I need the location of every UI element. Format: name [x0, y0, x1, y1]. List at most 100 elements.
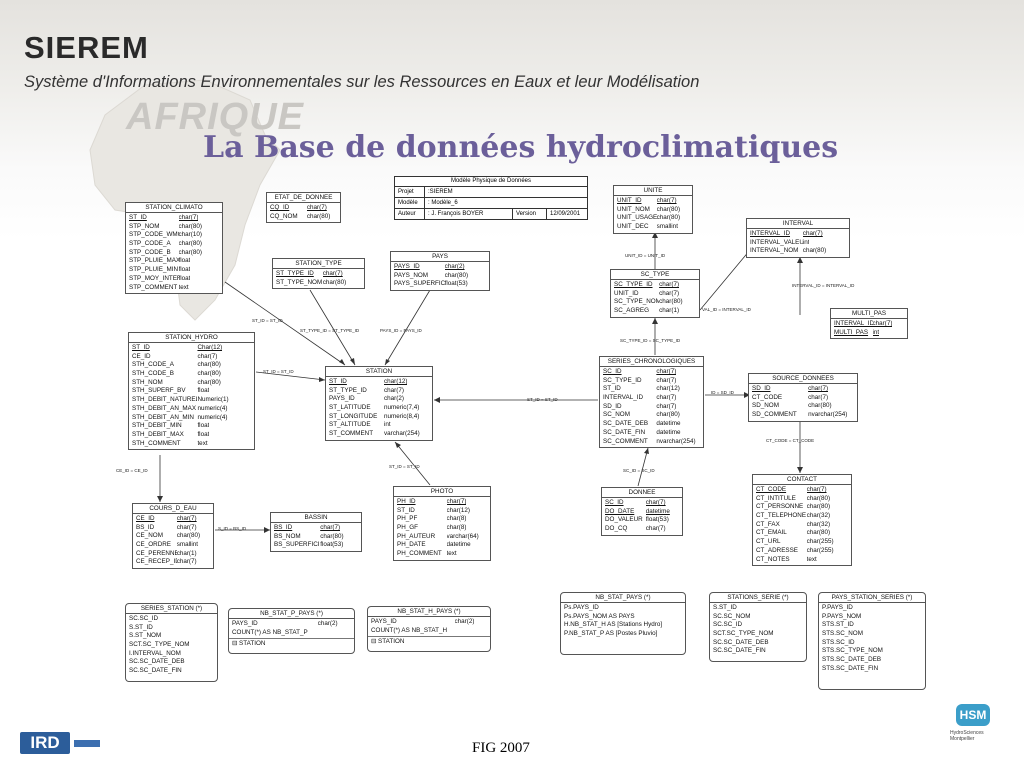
- hsm-caption-line: Montpellier: [950, 736, 975, 742]
- entity-title: SC_TYPE: [611, 270, 699, 280]
- field-type: char(80): [806, 503, 831, 511]
- field-type: char(80): [178, 222, 202, 230]
- model-version-label: Version: [513, 209, 547, 219]
- field-name: UNIT_USAGE: [617, 214, 657, 222]
- entity-title: PHOTO: [394, 487, 490, 497]
- field-name: UNIT_ID: [617, 197, 642, 204]
- view-title: NB_STAT_H_PAYS (*): [368, 607, 490, 617]
- field-name: BS_SUPERFICIE: [274, 541, 321, 549]
- hsm-caption-line: HydroSciences: [950, 730, 984, 736]
- entity-field-row: SD_NOM char(80): [752, 402, 854, 411]
- entity-field-row: SC_ID char(7): [603, 368, 700, 377]
- field-type: char(2): [384, 395, 404, 403]
- field-type: char(1): [176, 549, 197, 557]
- field-name: PH_GF: [397, 524, 418, 532]
- field-name: PH_AUTEUR: [397, 532, 436, 540]
- field-type: numeric(8,4): [384, 412, 420, 420]
- field-name: CT_INTITULE: [756, 494, 796, 502]
- field-type: char(7): [384, 386, 404, 394]
- field-type: char(7): [176, 523, 197, 531]
- field-type: char(80): [808, 402, 832, 410]
- field-type: char(7): [802, 230, 823, 237]
- field-type: char(80): [656, 205, 681, 213]
- field-type: int: [872, 328, 880, 336]
- field-type: char(80): [197, 370, 221, 378]
- view-field-row: Ps.PAYS_ID: [564, 604, 682, 613]
- view-field-row: STS.SC_NOM: [822, 630, 922, 639]
- field-type: char(80): [320, 532, 344, 540]
- field-type: text: [178, 283, 189, 291]
- field-name: SD_ID: [603, 402, 622, 410]
- view-field-name: S.ST_NOM: [129, 632, 162, 640]
- field-type: Char(12): [197, 344, 223, 351]
- field-type: char(7): [176, 515, 197, 522]
- field-name: SD_NOM: [752, 402, 779, 410]
- field-name: ST_ID: [132, 344, 150, 351]
- view-field-name: P.PAYS_NOM: [822, 612, 862, 620]
- relation-label: UNIT_ID = UNIT_ID: [625, 253, 666, 258]
- view-field-name: SC.SC_DATE_FIN: [713, 647, 766, 655]
- model-auteur-label: Auteur: [395, 209, 425, 219]
- field-type: char(80): [178, 240, 202, 248]
- view-field-row: SC.SC_DATE_DEB: [129, 658, 214, 667]
- field-type: datetime: [446, 541, 471, 549]
- field-type: float(53): [645, 516, 669, 524]
- field-type: char(7): [656, 394, 677, 402]
- field-type: char(7): [178, 214, 199, 221]
- view-field-name: SCT.SC_TYPE_NOM: [129, 641, 190, 649]
- field-type: float: [178, 266, 191, 274]
- model-auteur-value: : J. François BOYER: [425, 209, 513, 219]
- view-field-row: Ps.PAYS_NOM AS PAYS: [564, 613, 682, 622]
- field-type: char(7): [320, 524, 341, 531]
- view-field-name: SC.SC_DATE_FIN: [129, 667, 182, 675]
- field-type: char(7): [656, 368, 677, 375]
- relation-label: ST_ID = ST_ID: [527, 397, 558, 402]
- field-name: SC_ID: [603, 368, 622, 375]
- entity-title: BASSIN: [271, 513, 361, 523]
- field-type: numeric(4): [197, 404, 228, 412]
- field-name: SD_ID: [752, 385, 771, 392]
- field-type: smallint: [176, 541, 199, 549]
- footer-caption: FIG 2007: [472, 740, 530, 756]
- field-name: STP_CODE_B: [129, 248, 171, 256]
- relation-label: CE_ID = CE_ID: [116, 468, 148, 473]
- field-name: ST_ID: [129, 214, 147, 221]
- view-field-row: H.NB_STAT_H AS [Stations Hydro]: [564, 621, 682, 630]
- field-type: char(8): [446, 515, 467, 523]
- field-type: float(53): [320, 541, 344, 549]
- field-name: SC_ID: [605, 499, 624, 506]
- field-type: char(80): [322, 278, 347, 286]
